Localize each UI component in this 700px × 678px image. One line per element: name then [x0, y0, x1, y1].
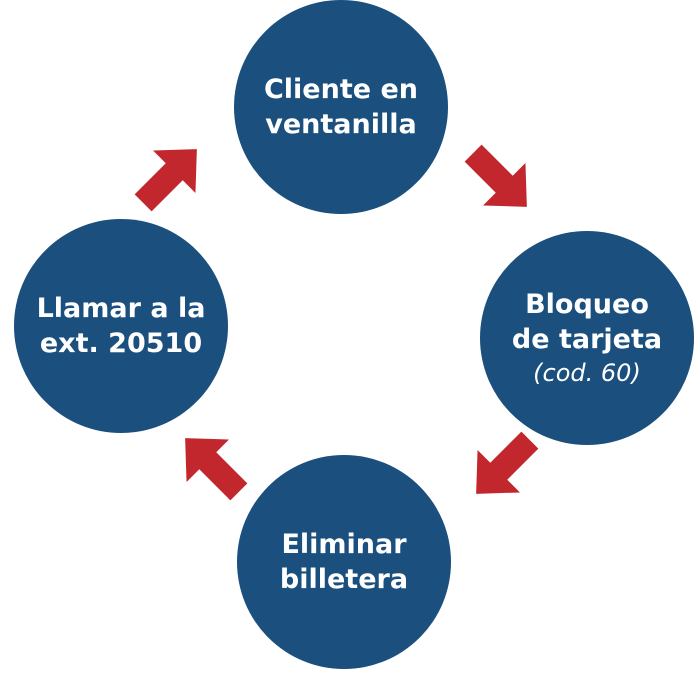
node-bottom-line1: Eliminar — [281, 528, 407, 560]
node-cliente-en-ventanilla: Cliente en ventanilla — [234, 0, 448, 214]
node-right-line1: Bloqueo — [525, 289, 649, 321]
node-top-line1: Cliente en — [263, 73, 418, 105]
arrow-left-to-top — [134, 149, 197, 212]
arrow-right-to-bottom — [476, 431, 539, 494]
node-right-line2: de tarjeta — [511, 324, 663, 356]
node-eliminar-billetera: Eliminar billetera — [237, 455, 451, 669]
node-bottom-line2: billetera — [279, 564, 409, 595]
node-llamar-a-la-ext: Llamar a la ext. 20510 — [14, 219, 228, 433]
node-right-note: (cod. 60) — [533, 358, 641, 387]
node-bloqueo-de-tarjeta: Bloqueo de tarjeta (cod. 60) — [480, 231, 694, 445]
node-left-line1: Llamar a la — [36, 292, 206, 324]
arrow-bottom-to-left — [185, 438, 248, 501]
node-left-line2: ext. 20510 — [39, 328, 203, 359]
arrow-top-to-right — [464, 144, 527, 207]
node-top-line2: ventanilla — [265, 109, 417, 140]
